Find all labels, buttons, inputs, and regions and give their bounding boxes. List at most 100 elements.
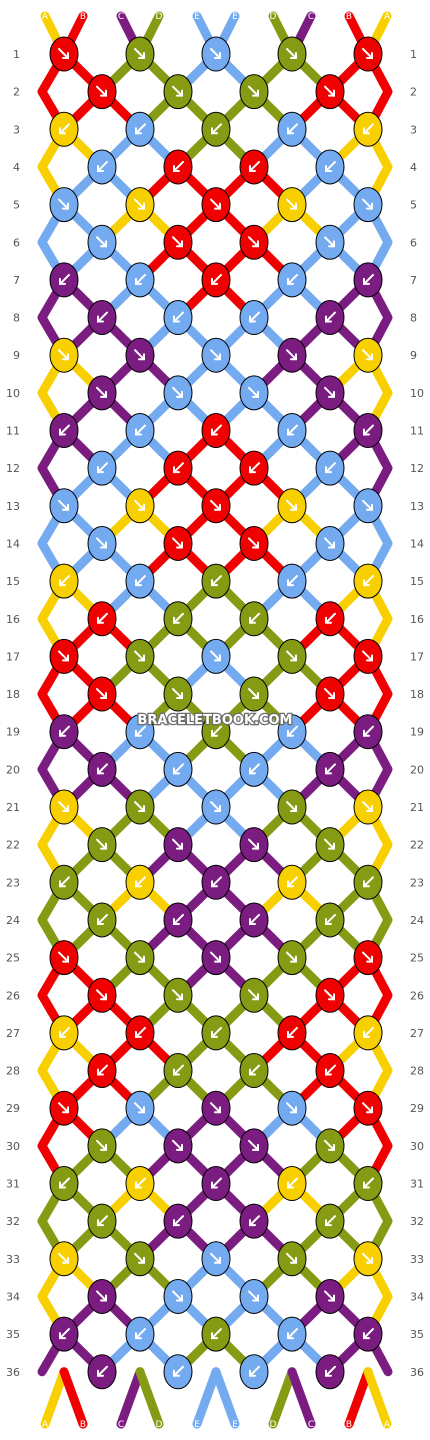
knot — [353, 36, 383, 72]
row-number-right: 21 — [410, 801, 424, 814]
knot — [163, 751, 193, 787]
knot-arrow-icon — [173, 1365, 184, 1377]
knot — [201, 413, 231, 448]
knot — [315, 1128, 345, 1164]
row-number-left: 18 — [6, 688, 20, 701]
row-number-left: 14 — [6, 537, 20, 550]
strand-label-bottom: B — [346, 1420, 352, 1430]
knot-arrow-icon — [363, 273, 374, 285]
row-number-right: 5 — [410, 199, 417, 212]
knot — [201, 638, 231, 674]
knot — [49, 1241, 79, 1277]
knot-arrow-icon — [286, 1252, 297, 1264]
knot-arrow-icon — [96, 537, 107, 549]
knot-arrow-icon — [325, 1365, 336, 1377]
knot-arrow-icon — [97, 462, 108, 474]
watermark: BRACELETBOOK.COM — [138, 713, 293, 728]
knot-arrow-icon — [97, 763, 108, 775]
knot — [239, 977, 269, 1013]
knot-arrow-icon — [287, 1328, 298, 1340]
knot-arrow-icon — [287, 876, 298, 888]
knot-arrow-icon — [363, 1328, 374, 1340]
knot — [163, 149, 193, 185]
knot — [125, 789, 155, 825]
knot-arrow-icon — [135, 123, 146, 135]
knot — [87, 1053, 117, 1089]
knot-arrow-icon — [249, 612, 260, 624]
knot-arrow-icon — [97, 1215, 108, 1227]
row-number-left: 15 — [6, 575, 20, 588]
strand-label-bottom: A — [42, 1420, 49, 1430]
knot — [49, 864, 79, 900]
row-number-left: 6 — [13, 236, 20, 249]
knot-arrow-icon — [172, 1290, 183, 1302]
knot — [353, 1090, 383, 1126]
row-number-left: 12 — [6, 462, 20, 475]
knot-arrow-icon — [362, 1252, 373, 1264]
knot-arrow-icon — [173, 1064, 184, 1076]
row-number-left: 16 — [6, 613, 20, 626]
row-number-right: 6 — [410, 236, 417, 249]
knot-arrow-icon — [172, 989, 183, 1001]
row-number-left: 7 — [13, 274, 20, 287]
knot-arrow-icon — [135, 725, 146, 737]
row-number-left: 29 — [6, 1102, 20, 1115]
knot — [315, 902, 345, 938]
knot — [201, 1241, 231, 1277]
knot — [125, 1241, 155, 1277]
knot — [125, 563, 155, 599]
knot — [125, 187, 155, 223]
knot — [125, 111, 155, 147]
knot-arrow-icon — [134, 499, 145, 511]
knot-arrow-icon — [97, 311, 108, 323]
row-number-left: 30 — [6, 1140, 20, 1153]
knot-arrow-icon — [211, 424, 222, 436]
knot-arrow-icon — [363, 876, 374, 888]
knot-arrow-icon — [324, 989, 335, 1001]
row-number-left: 4 — [13, 161, 20, 174]
row-number-right: 30 — [410, 1140, 424, 1153]
knot-arrow-icon — [324, 1290, 335, 1302]
knot — [201, 1316, 231, 1352]
knot — [277, 111, 307, 147]
row-number-left: 25 — [6, 952, 20, 965]
knot-arrow-icon — [96, 688, 107, 700]
row-number-right: 27 — [410, 1027, 424, 1040]
knot — [49, 1015, 79, 1051]
knot-arrow-icon — [59, 1328, 70, 1340]
knot-arrow-icon — [325, 1064, 336, 1076]
knot — [353, 1166, 383, 1201]
knot — [125, 488, 155, 524]
knot — [315, 977, 345, 1013]
knot — [163, 1053, 193, 1089]
knot-arrow-icon — [249, 160, 260, 172]
knot — [201, 337, 231, 373]
row-number-left: 10 — [6, 387, 20, 400]
knot-arrow-icon — [134, 650, 145, 662]
strand-label-top: B — [346, 12, 352, 22]
knot-arrow-icon — [173, 311, 184, 323]
row-number-right: 33 — [410, 1253, 424, 1266]
knot — [163, 827, 193, 863]
knot — [239, 601, 269, 637]
row-number-left: 33 — [6, 1253, 20, 1266]
knot-arrow-icon — [286, 48, 297, 59]
strand-label-top: E — [194, 12, 200, 22]
knot — [201, 488, 231, 524]
knot — [239, 300, 269, 336]
knot-arrow-icon — [173, 913, 184, 925]
knot-arrow-icon — [135, 575, 146, 587]
row-number-left: 8 — [13, 312, 20, 325]
strand-label-top: C — [308, 12, 314, 22]
knot-arrow-icon — [135, 273, 146, 285]
knot — [163, 676, 193, 712]
row-number-right: 24 — [410, 914, 424, 927]
knot — [201, 1015, 231, 1051]
knot — [87, 1203, 117, 1239]
knot-arrow-icon — [211, 1328, 222, 1340]
knot — [125, 940, 155, 976]
strand-label-bottom: E — [194, 1420, 200, 1430]
knot-arrow-icon — [249, 462, 260, 474]
knot-arrow-icon — [286, 801, 297, 812]
